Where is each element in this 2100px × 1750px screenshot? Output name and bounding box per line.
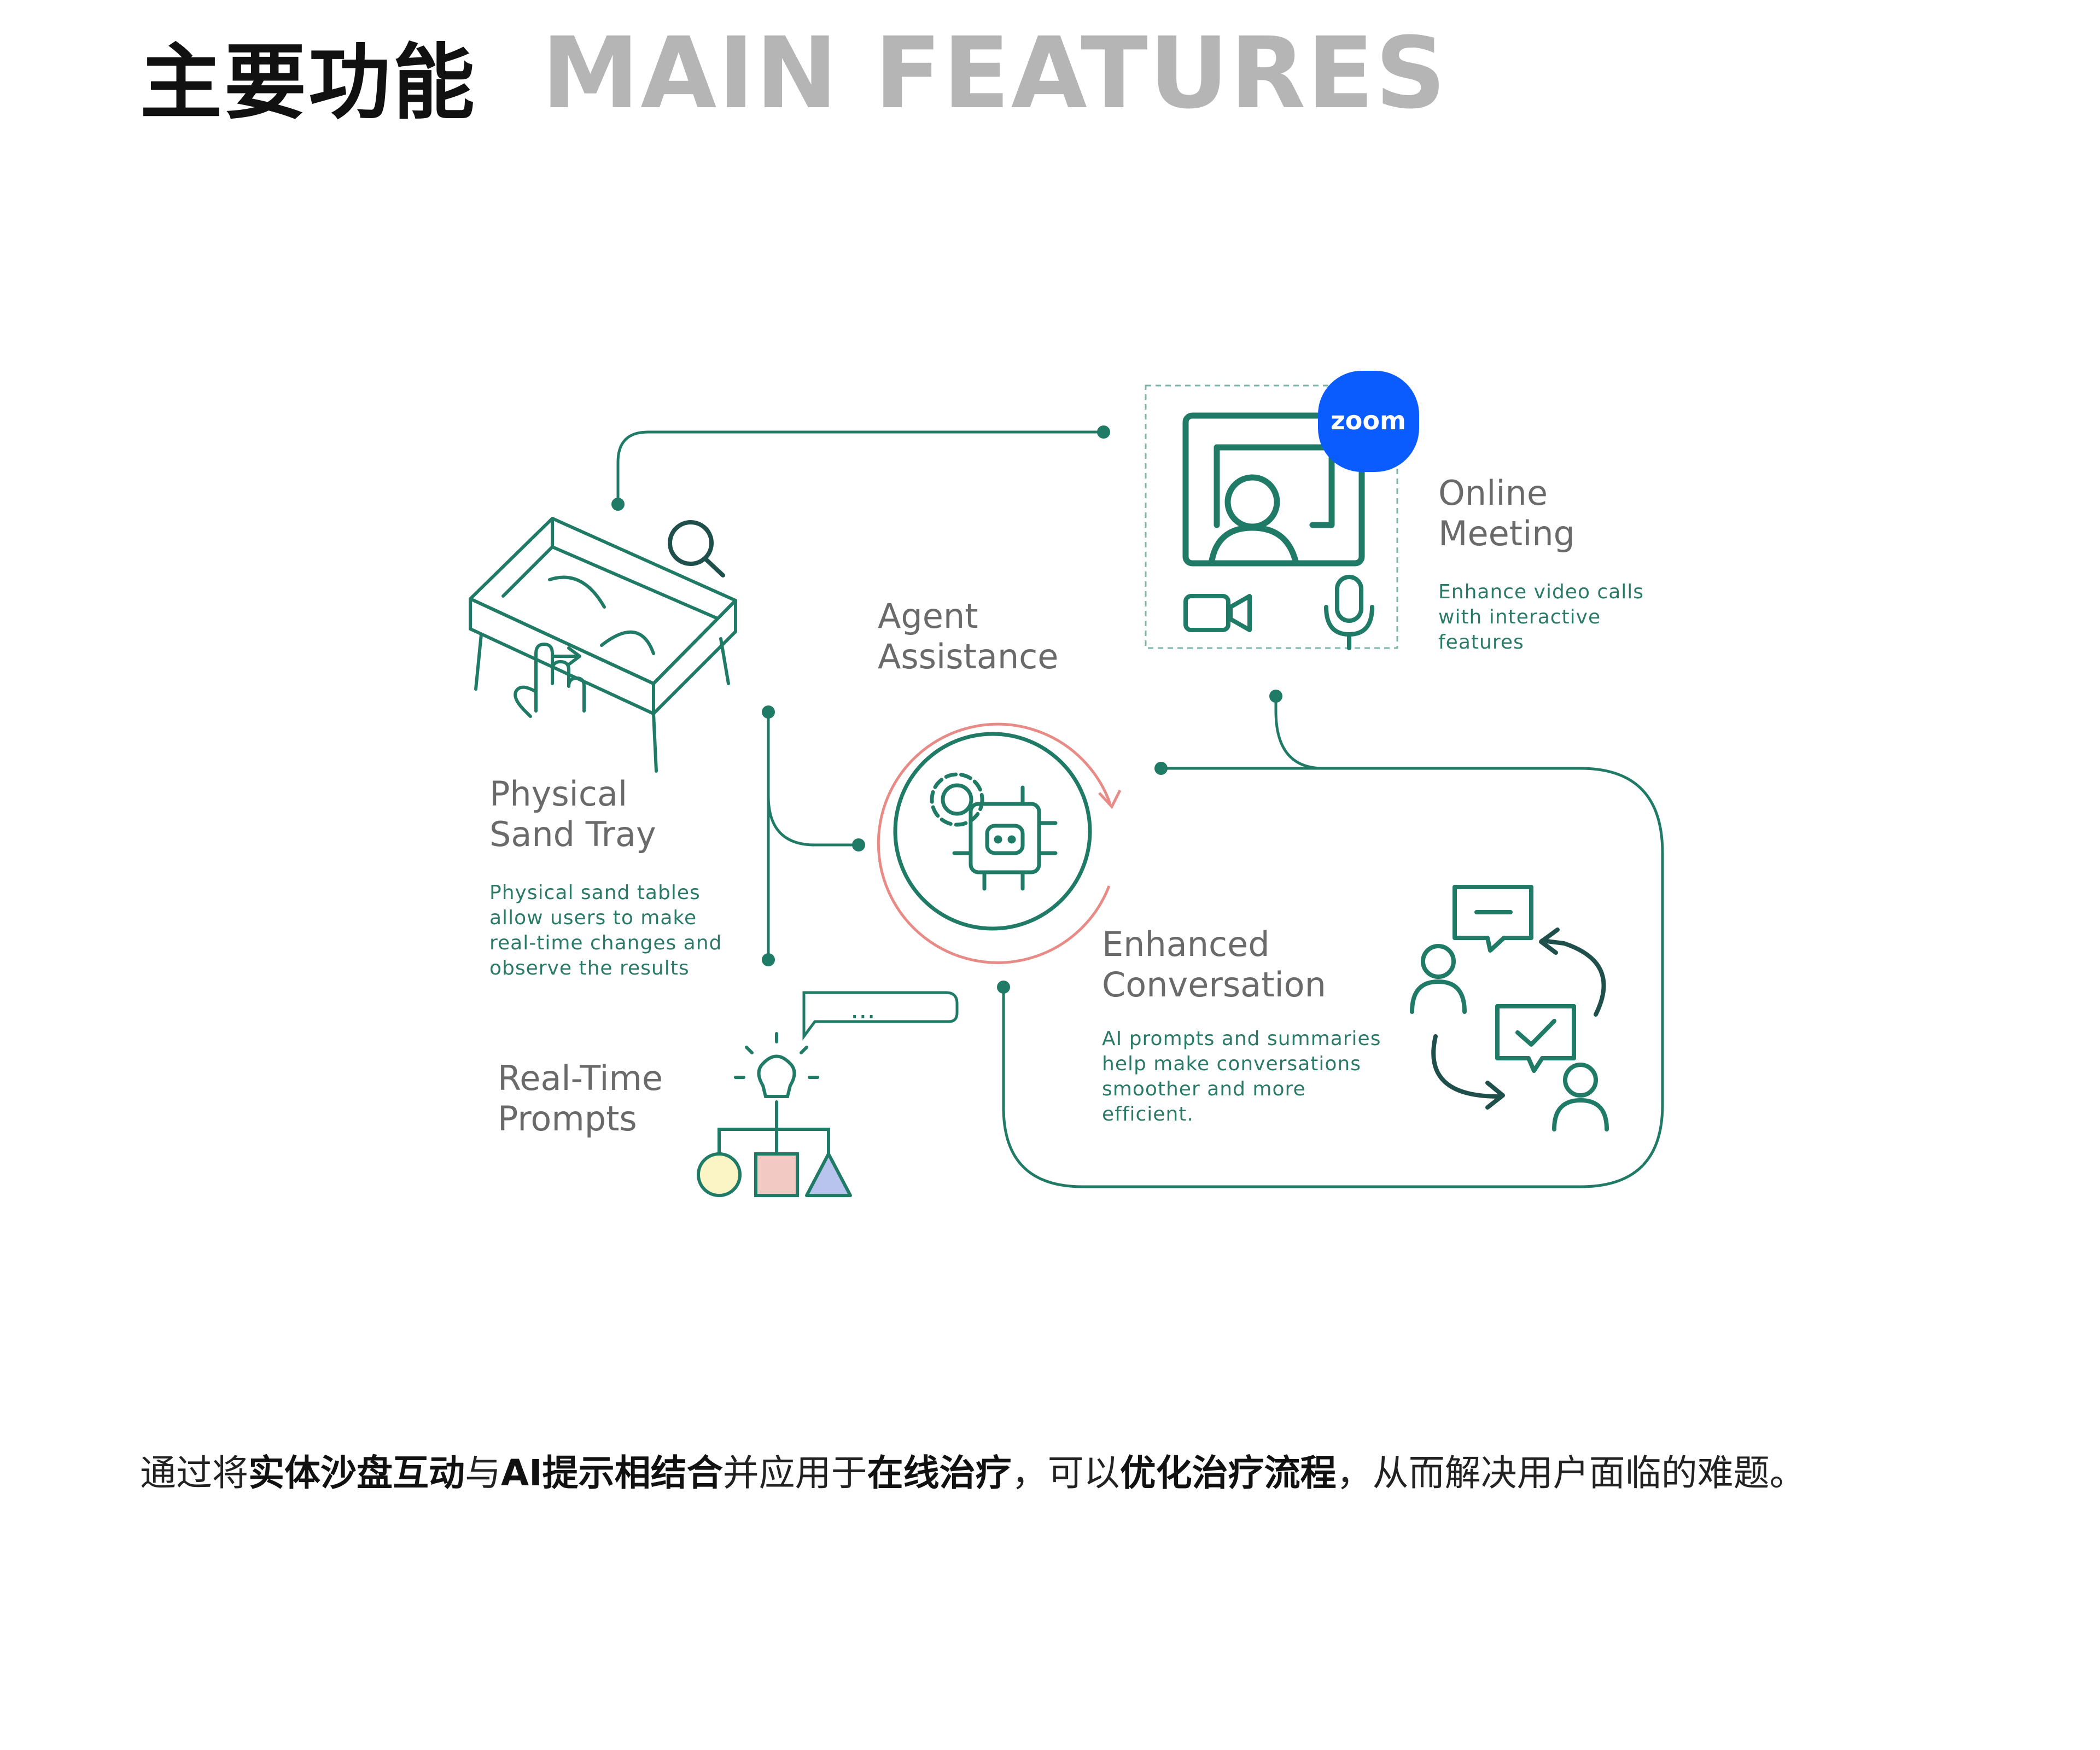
desc-line: observe the results [489,957,690,979]
real-time-prompts-title: Real-Time Prompts [498,1058,663,1139]
title-line: Prompts [498,1099,637,1139]
triangle-shape [805,1152,852,1197]
page-title-cn: 主要功能 [140,36,477,131]
summary-segment-bold: 优化治疗流程 [1119,1452,1337,1494]
square-shape [754,1152,799,1197]
desc-line: Enhance video calls [1438,581,1644,603]
magnifier-icon [668,520,725,578]
desc-line: AI prompts and summaries [1102,1028,1381,1050]
online-meeting-desc: Enhance video calls with interactive fea… [1438,580,1644,655]
title-line: Assistance [878,637,1059,676]
desc-line: allow users to make [489,907,697,929]
summary-segment: 通过将 [140,1452,248,1494]
microphone-icon [1324,575,1374,650]
title-line: Conversation [1102,965,1326,1005]
person-icon [1410,944,1467,1014]
page-title-en: MAIN FEATURES [541,16,1448,131]
sand-tray-title: Physical Sand Tray [489,774,656,855]
title-line: Online [1438,473,1548,513]
person-icon [1552,1063,1609,1131]
summary-segment: ，从而解决用户面临的难题。 [1336,1452,1806,1494]
video-camera-icon [1183,594,1252,632]
lightbulb-icon [718,1032,830,1156]
connector-dot [997,981,1010,994]
connector-dot [1269,690,1282,703]
title-line: Enhanced [1102,924,1270,964]
gear-icon [930,772,984,827]
enhanced-conversation-desc: AI prompts and summaries help make conve… [1102,1026,1381,1127]
title-line: Real-Time [498,1058,663,1098]
desc-line: efficient. [1102,1103,1194,1125]
title-line: Meeting [1438,514,1575,553]
sand-tray-desc: Physical sand tables allow users to make… [489,880,722,981]
cycle-arrows-icon [1431,928,1606,1110]
circle-shape [697,1152,742,1197]
hand-pointer-icon [514,643,586,718]
robot-chip-icon [952,785,1058,891]
connector-dot [611,498,625,511]
agent-assistance-title: Agent Assistance [878,596,1058,677]
connector-dot [1154,762,1168,775]
svg-text:...: ... [850,994,876,1025]
desc-line: with interactive [1438,606,1601,628]
agent-circle [877,722,1122,964]
title-line: Agent [878,596,978,636]
svg-text:zoom: zoom [1331,406,1406,435]
desc-line: Physical sand tables [489,882,701,904]
check-bubble-icon [1495,1004,1576,1073]
summary-segment-bold: AI提示相结合 [501,1452,723,1494]
connector-loop [1002,696,1664,1188]
summary-segment-bold: 在线治疗 [867,1452,1012,1494]
desc-line: help make conversations [1102,1053,1361,1075]
title-line: Sand Tray [489,814,656,854]
connector-tray-agent [767,710,860,961]
title-line: Physical [489,774,628,814]
summary-text: 通过将实体沙盘互动与AI提示相结合并应用于在线治疗，可以优化治疗流程，从而解决用… [140,1444,1806,1496]
desc-line: real-time changes and [489,932,722,954]
connector-tray-meeting [616,430,1104,505]
zoom-logo: zoom [1318,371,1419,472]
chat-bubble-icon [1452,885,1533,953]
meeting-box [1145,384,1398,649]
summary-segment-bold: 实体沙盘互动 [248,1452,465,1494]
desc-line: features [1438,631,1524,654]
connector-dot [1097,425,1110,439]
connector-dot [852,838,865,851]
speech-bubble: ... [802,991,959,1041]
summary-segment: 与 [465,1452,501,1494]
connector-dot [762,953,775,966]
connector-dot [762,705,775,719]
desc-line: smoother and more [1102,1078,1306,1100]
summary-segment: ，可以 [1011,1452,1120,1494]
sand-tray-icon [469,517,737,773]
online-meeting-title: Online Meeting [1438,473,1575,554]
enhanced-conversation-title: Enhanced Conversation [1102,924,1326,1005]
summary-segment: 并应用于 [722,1452,867,1494]
